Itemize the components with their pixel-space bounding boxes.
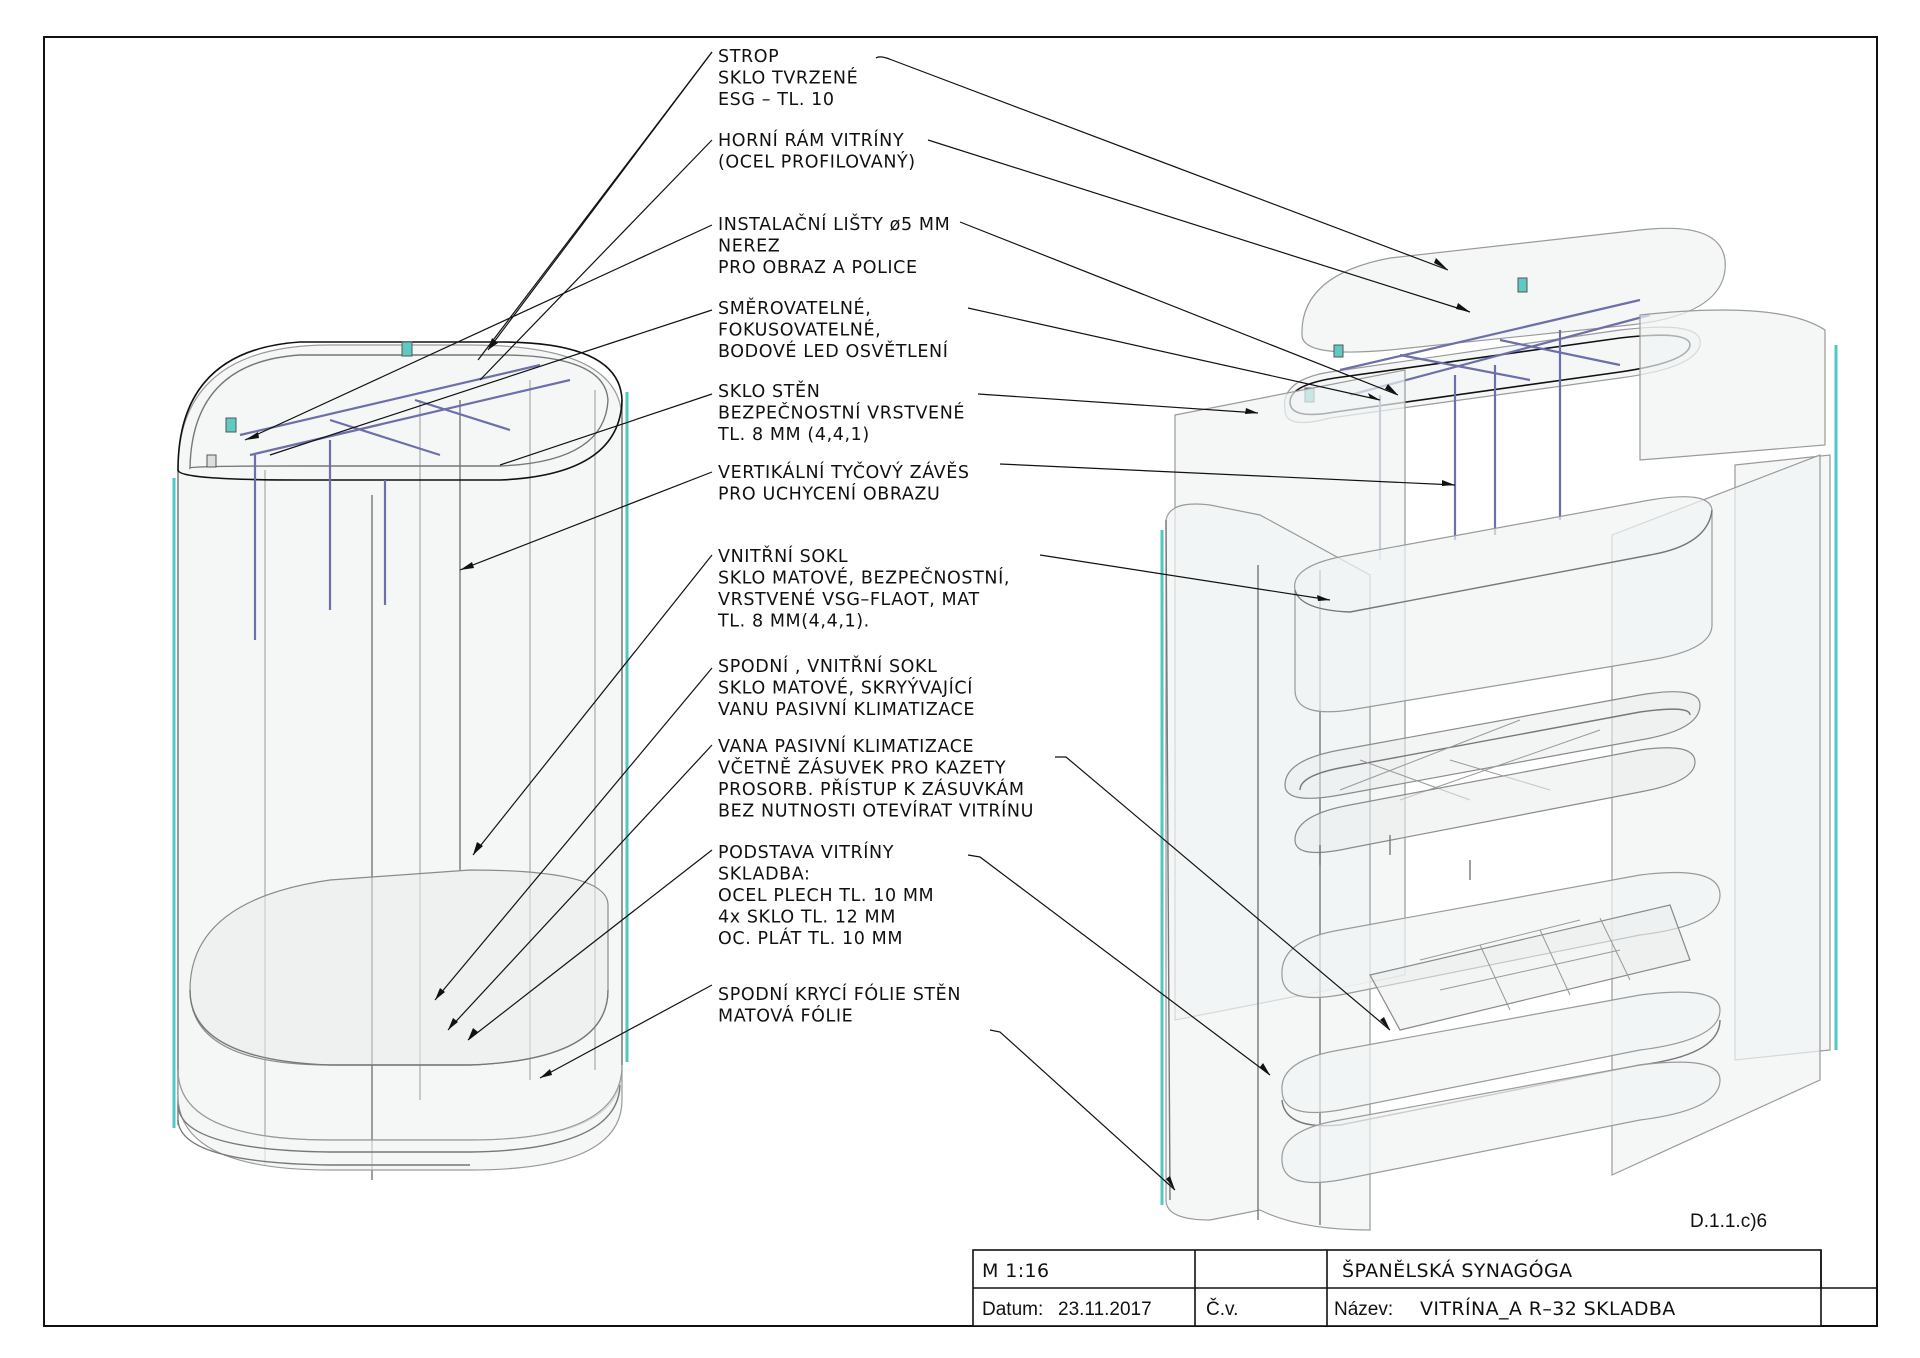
callout-strop-line: ESG – TL. 10 — [718, 90, 835, 110]
callout-led: SMĚROVATELNÉ,FOKUSOVATELNÉ,BODOVÉ LED OS… — [718, 297, 949, 362]
callout-led-line: FOKUSOVATELNÉ, — [718, 319, 881, 341]
callout-instalacni-listy-line: INSTALAČNÍ LIŠTY ø5 MM — [718, 213, 950, 235]
callout-sklo-sten-line: SKLO STĚN — [718, 380, 820, 402]
sheet-code: D.1.1.c)6 — [1690, 1211, 1767, 1232]
date-label: Datum: — [982, 1299, 1043, 1320]
callout-vnitrni-sokl-line: SKLO MATOVÉ, BEZPEČNOSTNÍ, — [718, 567, 1010, 589]
callout-folie-line: MATOVÁ FÓLIE — [718, 1005, 853, 1027]
scale-text: M 1:16 — [982, 1260, 1050, 1282]
assembled-showcase — [172, 341, 629, 1180]
callout-vana-line: VANA PASIVNÍ KLIMATIZACE — [718, 735, 974, 757]
sheet-border — [43, 36, 1878, 1327]
callout-zaves-line: VERTIKÁLNÍ TYČOVÝ ZÁVĚS — [718, 461, 970, 483]
callout-spodni-sokl-line: SKLO MATOVÉ, SKRYÝVAJÍCÍ — [718, 677, 973, 699]
callout-horni-ram-line: (OCEL PROFILOVANÝ) — [718, 151, 916, 173]
title-block: M 1:16 Datum: 23.11.2017 Č.v. ŠPANĚLSKÁ … — [972, 1249, 1877, 1327]
drawing-number-label: Č.v. — [1206, 1298, 1238, 1320]
callout-vnitrni-sokl-line: TL. 8 MM(4,4,1). — [717, 612, 870, 632]
callout-strop-line: STROP — [718, 47, 779, 67]
callout-vana-line: VČETNĚ ZÁSUVEK PRO KAZETY — [718, 757, 1006, 779]
callout-strop-line: SKLO TVRZENÉ — [718, 67, 858, 89]
callout-vnitrni-sokl-line: VNITŘNÍ SOKL — [718, 545, 848, 567]
callout-vana-line: BEZ NUTNOSTI OTEVÍRAT VITRÍNU — [718, 800, 1034, 822]
date-value: 23.11.2017 — [1058, 1299, 1152, 1320]
callout-led-line: BODOVÉ LED OSVĚTLENÍ — [718, 340, 949, 362]
drawing-title: VITRÍNA_A R–32 SKLADBA — [1420, 1297, 1676, 1320]
callout-vnitrni-sokl-line: VRSTVENÉ VSG–FLAOT, MAT — [718, 588, 980, 610]
callout-instalacni-listy-line: NEREZ — [718, 237, 780, 257]
callout-podstava-line: OC. PLÁT TL. 10 MM — [718, 927, 903, 949]
leader-lines — [244, 51, 1471, 1191]
callout-led-line: SMĚROVATELNÉ, — [718, 297, 871, 319]
project-name: ŠPANĚLSKÁ SYNAGÓGA — [1342, 1258, 1572, 1282]
callout-sklo-sten-line: BEZPEČNOSTNÍ VRSTVENÉ — [718, 402, 965, 424]
exploded-showcase — [1160, 227, 1838, 1231]
callout-instalacni-listy-line: PRO OBRAZ A POLICE — [718, 258, 918, 278]
callout-spodni-sokl-line: VANU PASIVNÍ KLIMATIZACE — [718, 698, 975, 720]
callout-podstava-line: 4x SKLO TL. 12 MM — [718, 908, 896, 928]
callout-horni-ram: HORNÍ RÁM VITRÍNY(OCEL PROFILOVANÝ) — [718, 129, 916, 173]
callout-zaves-line: PRO UCHYCENÍ OBRAZU — [718, 483, 940, 505]
callout-folie-line: SPODNÍ KRYCÍ FÓLIE STĚN — [718, 983, 961, 1005]
callout-podstava-line: OCEL PLECH TL. 10 MM — [718, 886, 934, 906]
name-label: Název: — [1334, 1299, 1393, 1320]
callout-spodni-sokl-line: SPODNÍ , VNITŘNÍ SOKL — [718, 655, 937, 677]
leader-arrowheads — [245, 258, 1470, 1190]
callout-horni-ram-line: HORNÍ RÁM VITRÍNY — [718, 129, 904, 151]
callout-podstava-line: PODSTAVA VITRÍNY — [718, 841, 894, 863]
callout-podstava-line: SKLADBA: — [718, 865, 811, 885]
callout-sklo-sten-line: TL. 8 MM (4,4,1) — [717, 425, 870, 445]
callout-vana-line: PROSORB. PŘÍSTUP K ZÁSUVKÁM — [718, 778, 1025, 800]
